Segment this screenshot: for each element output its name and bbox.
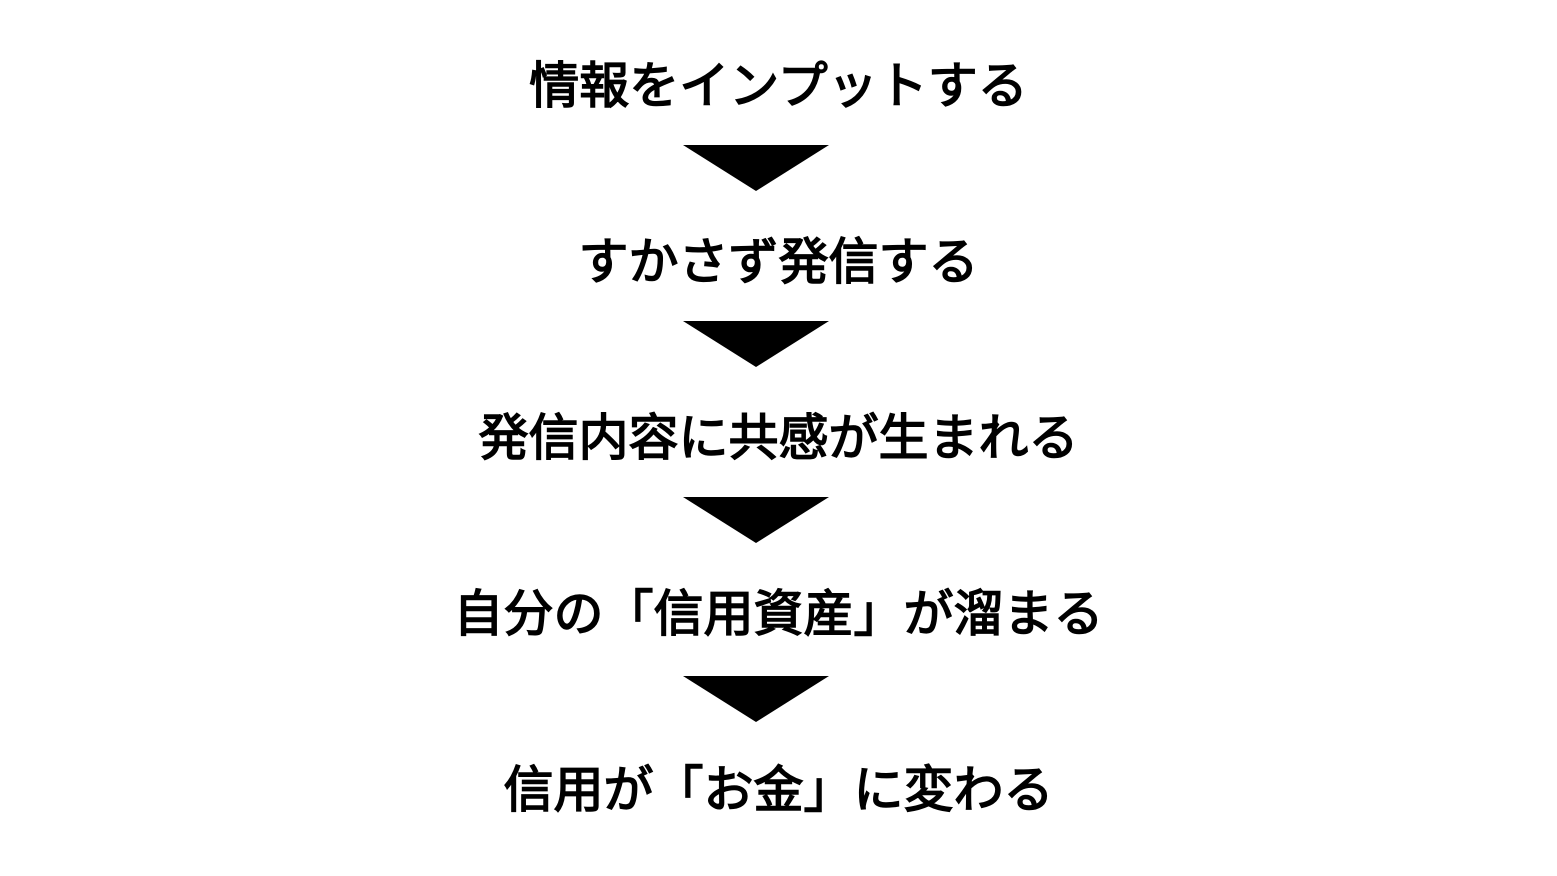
down-arrow-icon bbox=[683, 321, 829, 367]
down-arrow-icon bbox=[683, 497, 829, 543]
down-arrow-icon bbox=[683, 676, 829, 722]
step-1-input-information: 情報をインプットする bbox=[529, 57, 1028, 115]
step-3-empathy-emerges: 発信内容に共感が生まれる bbox=[478, 409, 1079, 467]
step-5-trust-becomes-money: 信用が「お金」に変わる bbox=[503, 761, 1054, 819]
step-2-send-immediately: すかさず発信する bbox=[578, 233, 979, 291]
down-arrow-icon bbox=[683, 145, 829, 191]
step-4-trust-assets-accumulate: 自分の「信用資産」が溜まる bbox=[453, 585, 1104, 643]
